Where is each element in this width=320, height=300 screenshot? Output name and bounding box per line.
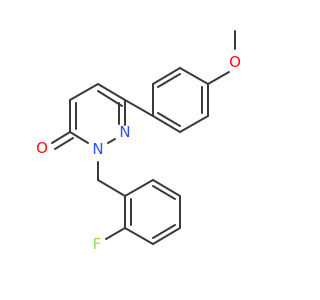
- bond-fp-inner-1: [152, 185, 176, 200]
- bond-pyr-1: [97, 83, 126, 101]
- carbonyl-oxygen-label: O: [36, 139, 48, 157]
- bond-carbonyl-2: [54, 137, 74, 150]
- bond-fp-4: [152, 227, 181, 245]
- bond-ar-5: [179, 115, 209, 133]
- bond-o-aryl: [207, 71, 230, 85]
- bond-fp-5: [124, 227, 154, 245]
- bond-ch2-ring: [97, 179, 126, 197]
- bond-ar-inner-2: [157, 112, 181, 127]
- bond-pyr-5: [107, 138, 116, 144]
- bond-ar-2: [152, 67, 181, 85]
- bond-pyr-2: [69, 83, 99, 101]
- bond-aryl-link: [124, 99, 154, 117]
- ring-nitrogen-lower-label: N: [92, 140, 103, 158]
- bond-carbonyl-1: [51, 131, 71, 144]
- bond-fp-inner-2: [152, 224, 176, 239]
- structure-canvas: O O N N F: [36, 30, 241, 253]
- bond-ar-4: [152, 115, 181, 133]
- bond-c-f: [105, 227, 126, 240]
- atom-labels: O O N N F: [36, 53, 241, 253]
- bond-ar-1: [179, 67, 209, 85]
- bonds: [51, 30, 236, 245]
- bond-fp-1: [124, 179, 154, 197]
- bond-ar-inner-1: [157, 73, 181, 88]
- fluorine-label: F: [93, 235, 102, 253]
- bond-pyr-4: [69, 131, 89, 144]
- bond-fp-2: [152, 179, 181, 197]
- ring-nitrogen-upper-label: N: [119, 123, 130, 141]
- methoxy-oxygen-label: O: [229, 53, 241, 71]
- molecule-drawing: O O N N F: [36, 30, 241, 253]
